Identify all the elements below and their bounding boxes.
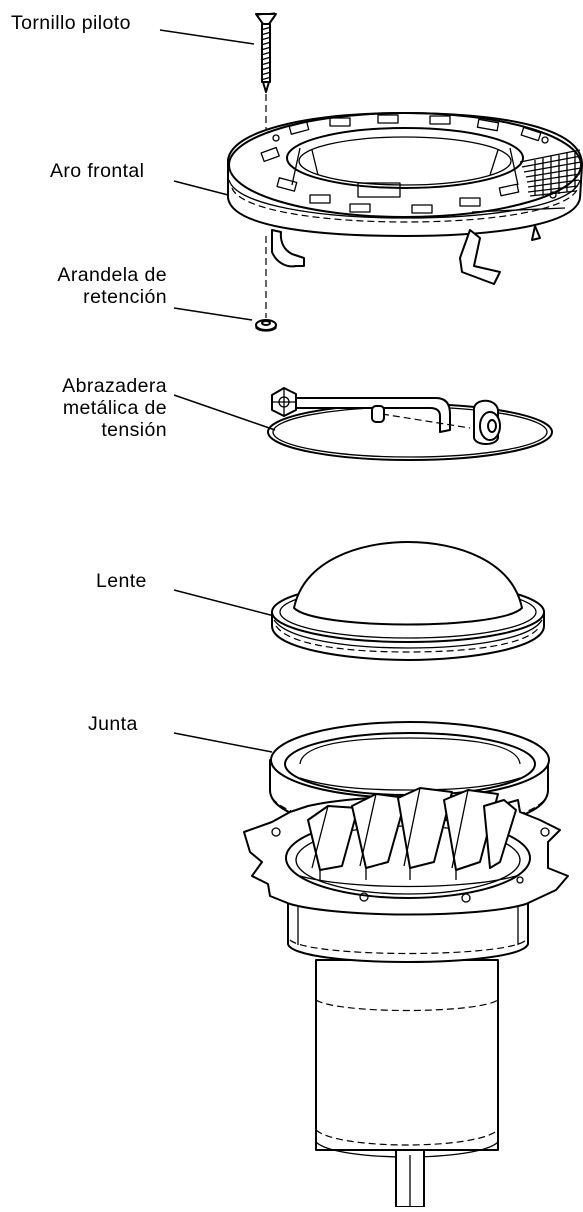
leader-pilot-screw <box>159 29 255 45</box>
fixture-housing-drawing <box>243 787 569 1208</box>
lens-drawing <box>271 541 545 661</box>
leader-gasket <box>173 732 273 753</box>
label-front-ring-text: Aro frontal <box>50 160 145 182</box>
label-gasket: Junta <box>88 713 138 735</box>
leader-front-ring <box>173 180 233 197</box>
retaining-washer-drawing <box>255 319 277 332</box>
label-tension-clamp: Abrazadera metálica de tensión <box>62 375 167 441</box>
label-front-ring: Aro frontal <box>50 160 144 182</box>
front-ring-drawing <box>227 111 583 285</box>
label-retaining-washer: Arandela de retención <box>57 264 167 308</box>
label-tension-clamp-line-2: metálica de <box>62 397 167 419</box>
label-retaining-washer-line-1: Arandela de <box>57 264 167 286</box>
label-pilot-screw-text: Tornillo piloto <box>11 12 131 34</box>
tension-clamp-drawing <box>267 387 553 461</box>
pilot-screw-drawing <box>255 12 277 150</box>
leader-tension-clamp <box>173 394 276 431</box>
label-pilot-screw: Tornillo piloto <box>11 12 131 34</box>
leader-retaining-washer <box>173 307 253 321</box>
label-retaining-washer-line-2: retención <box>83 286 167 308</box>
label-gasket-text: Junta <box>88 713 138 735</box>
label-lens: Lente <box>96 570 147 592</box>
leader-lens <box>173 589 283 619</box>
label-tension-clamp-line-3: tensión <box>101 419 167 441</box>
label-tension-clamp-line-1: Abrazadera <box>62 375 167 397</box>
leader-lines <box>159 29 283 753</box>
label-lens-text: Lente <box>96 570 147 592</box>
